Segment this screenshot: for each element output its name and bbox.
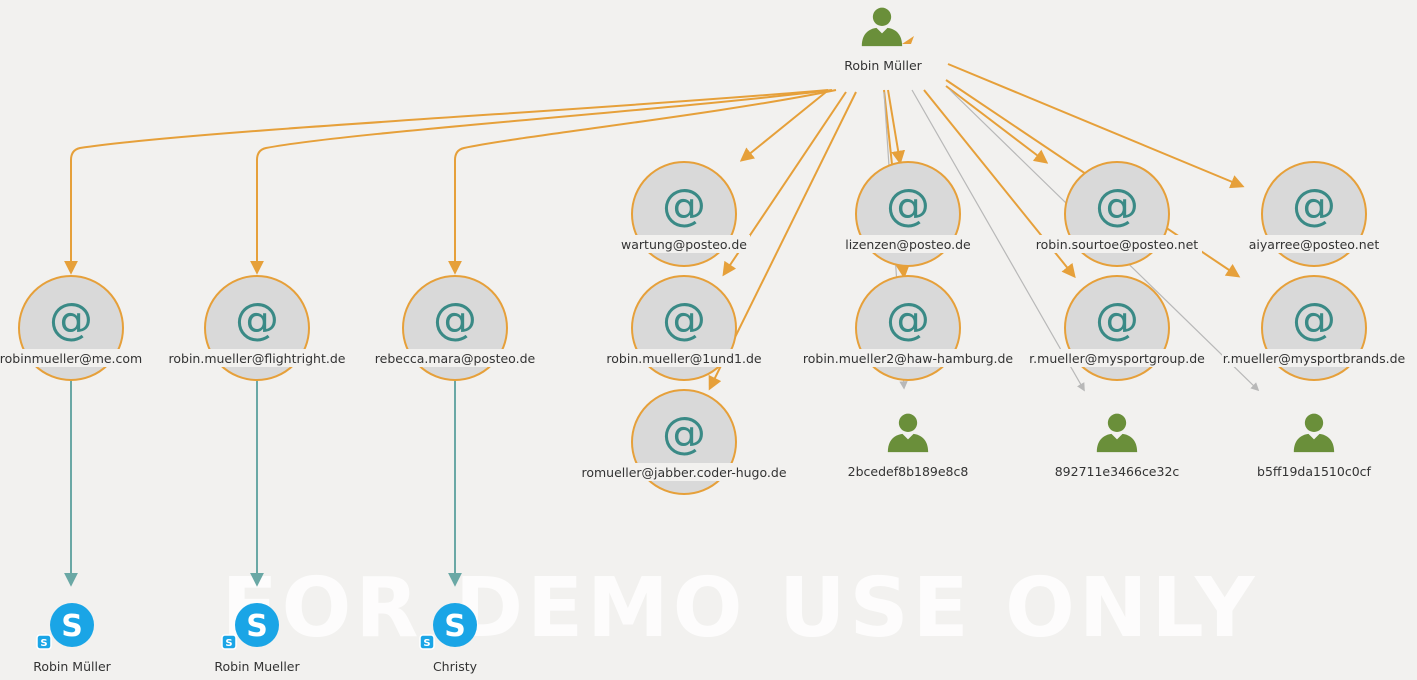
at-sign-icon: @	[433, 294, 477, 345]
email-label-backdrop	[372, 349, 538, 367]
email-node-label: romueller@jabber.coder-hugo.de	[581, 465, 786, 480]
edge-root-e9	[945, 85, 1049, 164]
email-node-label: r.mueller@mysportgroup.de	[1029, 351, 1205, 366]
email-label-backdrop	[1028, 349, 1208, 367]
edge-root-e11	[947, 63, 1245, 189]
email-node[interactable]: @ wartung@posteo.de	[618, 161, 750, 267]
email-node[interactable]: @ lizenzen@posteo.de	[844, 161, 974, 267]
email-node-label: robin.mueller@1und1.de	[606, 351, 761, 366]
email-node[interactable]: @ romueller@jabber.coder-hugo.de	[578, 389, 790, 495]
edge-root-e2	[250, 89, 833, 275]
email-node[interactable]: @ r.mueller@mysportgroup.de	[1028, 275, 1208, 381]
email-node[interactable]: @ robin.mueller@1und1.de	[604, 275, 764, 381]
svg-text:S: S	[423, 638, 430, 649]
pin-icon	[902, 36, 914, 44]
at-sign-icon: @	[1095, 294, 1139, 345]
skype-node-label: Christy	[433, 659, 478, 674]
email-node-label: rebecca.mara@posteo.de	[375, 351, 536, 366]
at-sign-icon: @	[886, 180, 930, 231]
skype-node[interactable]: S S Robin Mueller	[214, 603, 300, 674]
person-icon	[861, 7, 903, 47]
skype-icon: S S	[221, 603, 279, 650]
email-node-label: wartung@posteo.de	[621, 237, 747, 252]
at-sign-icon: @	[1292, 294, 1336, 345]
email-node[interactable]: @ rebecca.mara@posteo.de	[372, 275, 538, 381]
email-label-backdrop	[618, 235, 750, 253]
svg-text:S: S	[225, 638, 232, 649]
email-label-backdrop	[168, 349, 346, 367]
skype-node[interactable]: S S Christy	[419, 603, 478, 674]
svg-text:S: S	[40, 638, 47, 649]
email-label-backdrop	[804, 349, 1014, 367]
email-label-backdrop	[1222, 349, 1408, 367]
email-node[interactable]: @ robinmueller@me.com	[0, 275, 142, 381]
svg-text:S: S	[246, 609, 268, 644]
edge-root-e7	[887, 89, 906, 165]
person-node[interactable]: 892711e3466ce32c	[1055, 413, 1180, 479]
email-node-label: r.mueller@mysportbrands.de	[1223, 351, 1406, 366]
person-icon	[887, 413, 929, 453]
email-label-backdrop	[0, 349, 142, 367]
root-person-node[interactable]: Robin Müller	[844, 7, 923, 73]
svg-text:S: S	[444, 609, 466, 644]
at-sign-icon: @	[662, 294, 706, 345]
at-sign-icon: @	[662, 180, 706, 231]
at-sign-icon: @	[1095, 180, 1139, 231]
skype-node-label: Robin Mueller	[214, 659, 300, 674]
person-nodes: 2bcedef8b189e8c8 892711e3466ce32c b5ff19…	[848, 413, 1372, 479]
skype-node[interactable]: S S Robin Müller	[33, 603, 112, 674]
skype-icon: S S	[36, 603, 94, 650]
email-node[interactable]: @ robin.sourtoe@posteo.net	[1032, 161, 1202, 267]
edge-root-p2	[911, 89, 1085, 392]
at-sign-icon: @	[235, 294, 279, 345]
email-node[interactable]: @ robin.mueller@flightright.de	[168, 275, 346, 381]
email-node[interactable]: @ robin.mueller2@haw-hamburg.de	[803, 275, 1014, 381]
person-node-label: 2bcedef8b189e8c8	[848, 464, 969, 479]
edge-root-e4	[739, 91, 827, 162]
person-node-label: b5ff19da1510c0cf	[1257, 464, 1372, 479]
email-node-label: lizenzen@posteo.de	[845, 237, 971, 252]
email-node-label: robin.mueller2@haw-hamburg.de	[803, 351, 1014, 366]
email-label-backdrop	[844, 235, 974, 253]
email-node[interactable]: @ aiyarree@posteo.net	[1246, 161, 1382, 267]
email-node-label: robinmueller@me.com	[0, 351, 142, 366]
person-icon	[1293, 413, 1335, 453]
email-node-label: aiyarree@posteo.net	[1249, 237, 1380, 252]
person-node[interactable]: b5ff19da1510c0cf	[1257, 413, 1372, 479]
skype-icon: S S	[419, 603, 477, 650]
edge-root-e3	[448, 89, 837, 275]
email-label-backdrop	[604, 349, 764, 367]
person-node[interactable]: 2bcedef8b189e8c8	[848, 413, 969, 479]
email-label-backdrop	[1032, 235, 1202, 253]
person-node-label: 892711e3466ce32c	[1055, 464, 1180, 479]
at-sign-icon: @	[49, 294, 93, 345]
email-node-label: robin.mueller@flightright.de	[169, 351, 346, 366]
at-sign-icon: @	[886, 294, 930, 345]
watermark-text: FOR DEMO USE ONLY	[222, 561, 1259, 656]
email-label-backdrop	[1246, 235, 1382, 253]
at-sign-icon: @	[1292, 180, 1336, 231]
at-sign-icon: @	[662, 408, 706, 459]
root-person-label: Robin Müller	[844, 58, 922, 73]
skype-nodes: S S Robin Müller S S Robin Mueller S S C…	[33, 603, 478, 674]
email-nodes: @ robinmueller@me.com @ robin.mueller@fl…	[0, 161, 1408, 495]
svg-text:S: S	[61, 609, 83, 644]
email-node[interactable]: @ r.mueller@mysportbrands.de	[1222, 275, 1408, 381]
email-label-backdrop	[578, 463, 790, 481]
person-icon	[1096, 413, 1138, 453]
edge-root-e1	[64, 89, 829, 275]
email-node-label: robin.sourtoe@posteo.net	[1036, 237, 1198, 252]
skype-node-label: Robin Müller	[33, 659, 111, 674]
